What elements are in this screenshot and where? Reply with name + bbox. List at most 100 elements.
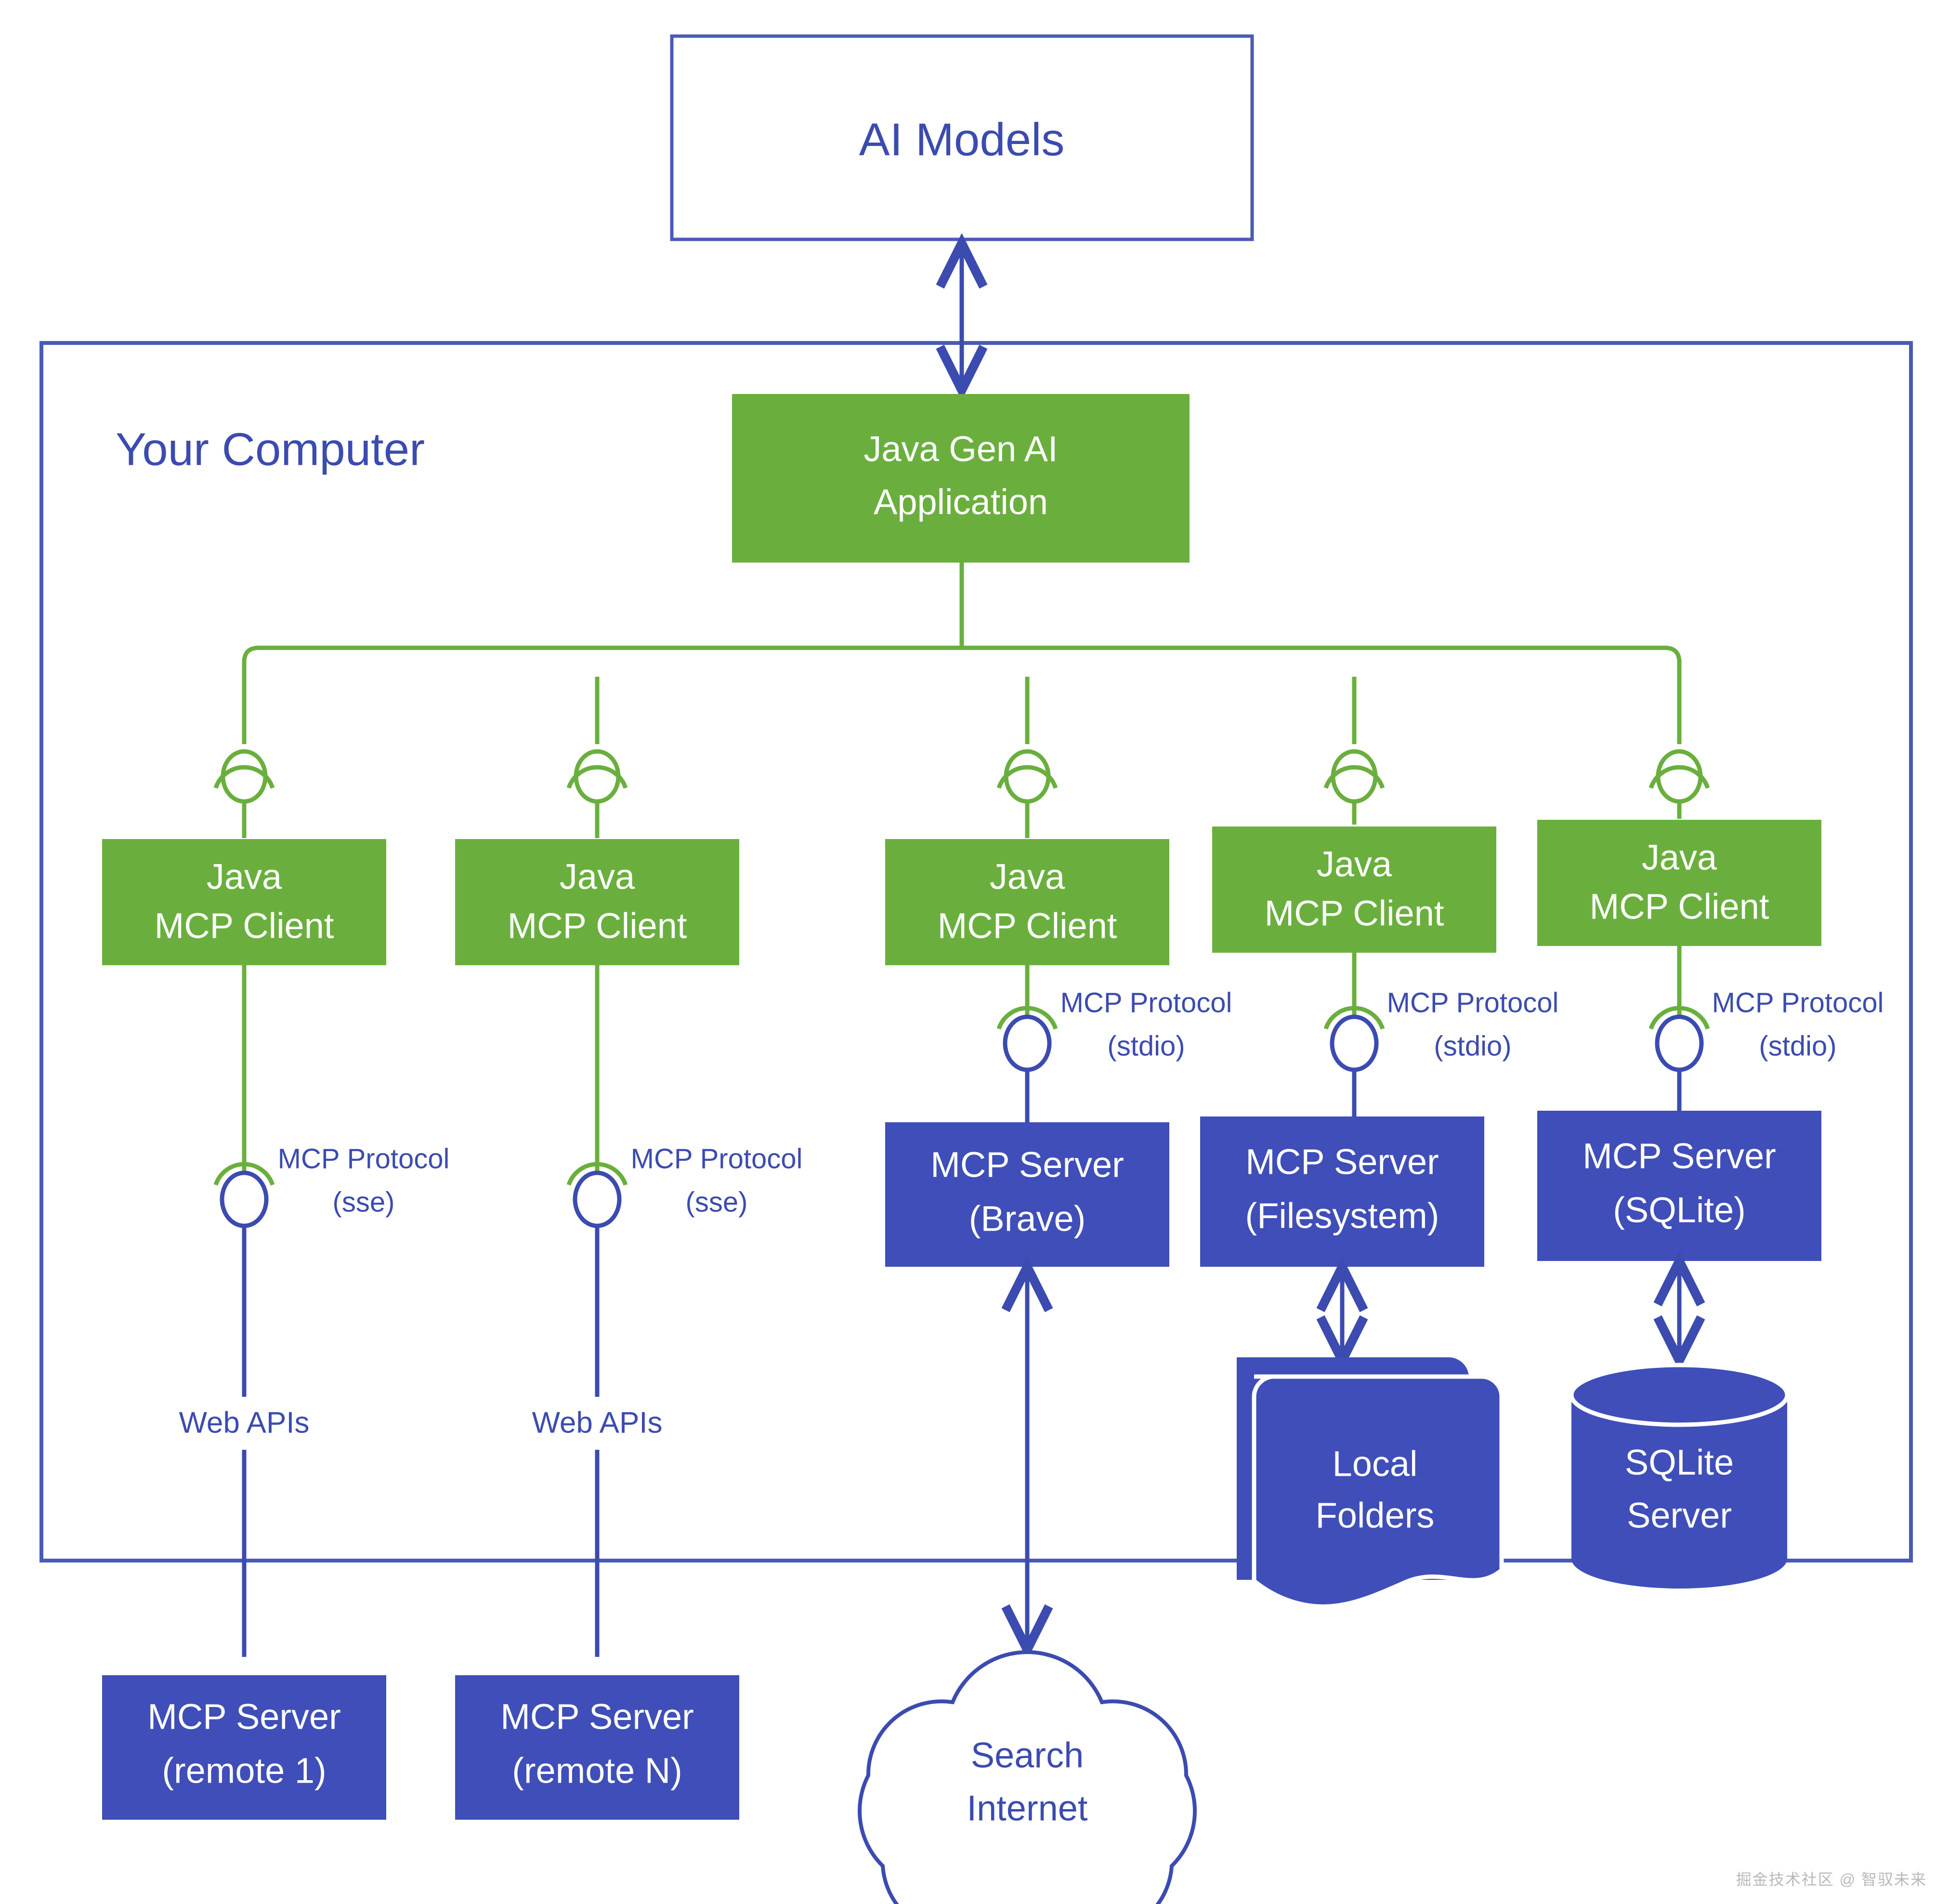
java-gen-ai-application-node: Java Gen AI Application xyxy=(732,394,1190,563)
java-mcp-client-line2-1: MCP Client xyxy=(155,906,334,946)
mcp-server-node-remote-1: MCP Server (remote 1) xyxy=(102,1675,386,1820)
protocol-label-line2-3: (stdio) xyxy=(1107,1030,1185,1062)
ball-icon-sse-1 xyxy=(220,1170,269,1228)
sqlite-server-line1: SQLite xyxy=(1625,1443,1734,1483)
java-mcp-client-node-3: Java MCP Client xyxy=(885,839,1169,965)
client5-stdio-connector xyxy=(1655,1014,1704,1116)
protocol-label-line1-2: MCP Protocol xyxy=(631,1143,803,1174)
mcp-server-node-sqlite: MCP Server (SQLite) xyxy=(1537,1111,1821,1261)
mcp-server-box-remote-n xyxy=(455,1675,739,1820)
socket-arc-icon-stdio-5 xyxy=(1648,1006,1710,1030)
socket-arc-icon-stdio-3 xyxy=(996,1006,1058,1030)
protocol-label-line2-2: (sse) xyxy=(686,1186,748,1218)
java-mcp-client-box-4 xyxy=(1212,827,1496,953)
java-mcp-client-line1-5: Java xyxy=(1642,838,1717,878)
ai-models-box xyxy=(670,34,1254,241)
mcp-server-node-brave: MCP Server (Brave) xyxy=(885,1122,1169,1267)
socket-arc-icon-sse-2 xyxy=(566,1162,628,1186)
edge-label-bg-2 xyxy=(497,1397,697,1450)
protocol-label-line2-4: (stdio) xyxy=(1434,1030,1511,1062)
mcp-server-remote-n-line2: (remote N) xyxy=(512,1751,682,1791)
your-computer-title: Your Computer xyxy=(116,423,425,475)
java-mcp-client-node-2: Java MCP Client xyxy=(455,839,739,965)
client3-downlink xyxy=(996,965,1058,1030)
java-mcp-client-box-3 xyxy=(885,839,1169,965)
edge-label-web-apis-2: Web APIs xyxy=(497,1397,697,1450)
java-mcp-client-line1-4: Java xyxy=(1317,844,1392,884)
watermark: 掘金技术社区 @ 智驭未来 xyxy=(1736,1871,1927,1888)
mcp-server-node-remote-n: MCP Server (remote N) xyxy=(455,1675,739,1820)
protocol-label-line1-1: MCP Protocol xyxy=(278,1143,450,1174)
java-gen-ai-application-box xyxy=(732,394,1190,563)
mcp-server-box-filesystem xyxy=(1200,1116,1484,1267)
ball-icon-stdio-3 xyxy=(1003,1014,1052,1072)
interface-connector-icon-5 xyxy=(1648,749,1710,819)
web-apis-label-2: Web APIs xyxy=(532,1406,662,1439)
socket-arc-icon-sse-1 xyxy=(213,1162,275,1186)
interface-connector-icon-2 xyxy=(566,749,628,838)
mcp-server-filesystem-line1: MCP Server xyxy=(1245,1142,1439,1182)
internet-cloud-line1: Search xyxy=(971,1735,1084,1775)
ball-icon-1 xyxy=(221,749,268,804)
ball-icon-stdio-4 xyxy=(1330,1014,1379,1072)
local-folders-front-sheet-icon xyxy=(1252,1374,1504,1609)
edge-label-web-apis-1: Web APIs xyxy=(144,1397,344,1450)
mcp-server-remote-1-line2: (remote 1) xyxy=(162,1751,326,1791)
mcp-server-box-sqlite xyxy=(1537,1111,1821,1261)
socket-arc-icon-1 xyxy=(213,765,275,789)
protocol-label-line1-3: MCP Protocol xyxy=(1060,987,1232,1018)
database-cylinder-top-icon xyxy=(1569,1363,1790,1427)
ball-icon-4 xyxy=(1331,749,1378,804)
java-mcp-client-line1-2: Java xyxy=(560,857,635,897)
java-mcp-client-box-1 xyxy=(102,839,386,965)
interface-connector-icon-1 xyxy=(213,749,275,838)
java-mcp-client-line2-2: MCP Client xyxy=(508,906,687,946)
database-cylinder-body-icon xyxy=(1571,1395,1787,1589)
protocol-label-line1-4: MCP Protocol xyxy=(1387,987,1559,1018)
ball-icon-stdio-5 xyxy=(1655,1014,1704,1072)
ball-icon-2 xyxy=(574,749,621,804)
mcp-server-brave-line1: MCP Server xyxy=(930,1145,1124,1185)
interface-connector-icon-3 xyxy=(996,749,1058,838)
mcp-server-sqlite-line1: MCP Server xyxy=(1583,1136,1776,1176)
mcp-server-box-brave xyxy=(885,1122,1169,1267)
interface-connector-icon-4 xyxy=(1323,749,1385,825)
mcp-server-remote-n-line1: MCP Server xyxy=(500,1697,694,1737)
ball-icon-5 xyxy=(1656,749,1703,804)
java-gen-ai-application-line1: Java Gen AI xyxy=(863,429,1058,469)
mcp-server-node-filesystem: MCP Server (Filesystem) xyxy=(1200,1116,1484,1267)
java-mcp-client-box-2 xyxy=(455,839,739,965)
ai-models-label: AI Models xyxy=(859,114,1065,165)
sqlite-server-line2: Server xyxy=(1627,1496,1732,1536)
java-mcp-client-line2-5: MCP Client xyxy=(1590,887,1769,927)
java-mcp-client-line1-1: Java xyxy=(207,857,282,897)
sqlite-server-node: SQLite Server xyxy=(1569,1363,1790,1589)
mcp-server-remote-1-line1: MCP Server xyxy=(147,1697,341,1737)
client4-stdio-connector xyxy=(1330,1014,1379,1122)
socket-arc-icon-stdio-4 xyxy=(1323,1006,1385,1030)
java-mcp-client-node-4: Java MCP Client xyxy=(1212,827,1496,953)
socket-arc-icon-4 xyxy=(1323,765,1385,789)
local-folders-line1: Local xyxy=(1333,1444,1418,1484)
local-folders-line2: Folders xyxy=(1316,1496,1435,1536)
socket-arc-icon-3 xyxy=(996,765,1058,789)
protocol-label-line2-5: (stdio) xyxy=(1759,1030,1836,1062)
internet-cloud-line2: Internet xyxy=(967,1788,1088,1828)
mcp-server-sqlite-line2: (SQLite) xyxy=(1613,1190,1746,1230)
java-mcp-client-line2-4: MCP Client xyxy=(1265,893,1444,933)
ai-models-node: AI Models xyxy=(670,34,1254,241)
client2-downlink xyxy=(566,965,628,1186)
internet-cloud-node: Search Internet xyxy=(858,1650,1197,1904)
cloud-icon xyxy=(858,1650,1197,1904)
java-mcp-client-node-5: Java MCP Client xyxy=(1537,820,1821,946)
mcp-server-filesystem-line2: (Filesystem) xyxy=(1245,1196,1439,1236)
java-mcp-client-line1-3: Java xyxy=(990,857,1065,897)
socket-arc-icon-2 xyxy=(566,765,628,789)
mcp-server-box-remote-1 xyxy=(102,1675,386,1820)
java-mcp-client-line2-3: MCP Client xyxy=(938,906,1117,946)
ball-icon-3 xyxy=(1004,749,1051,804)
client4-downlink xyxy=(1323,953,1385,1030)
java-gen-ai-application-line2: Application xyxy=(874,482,1048,522)
